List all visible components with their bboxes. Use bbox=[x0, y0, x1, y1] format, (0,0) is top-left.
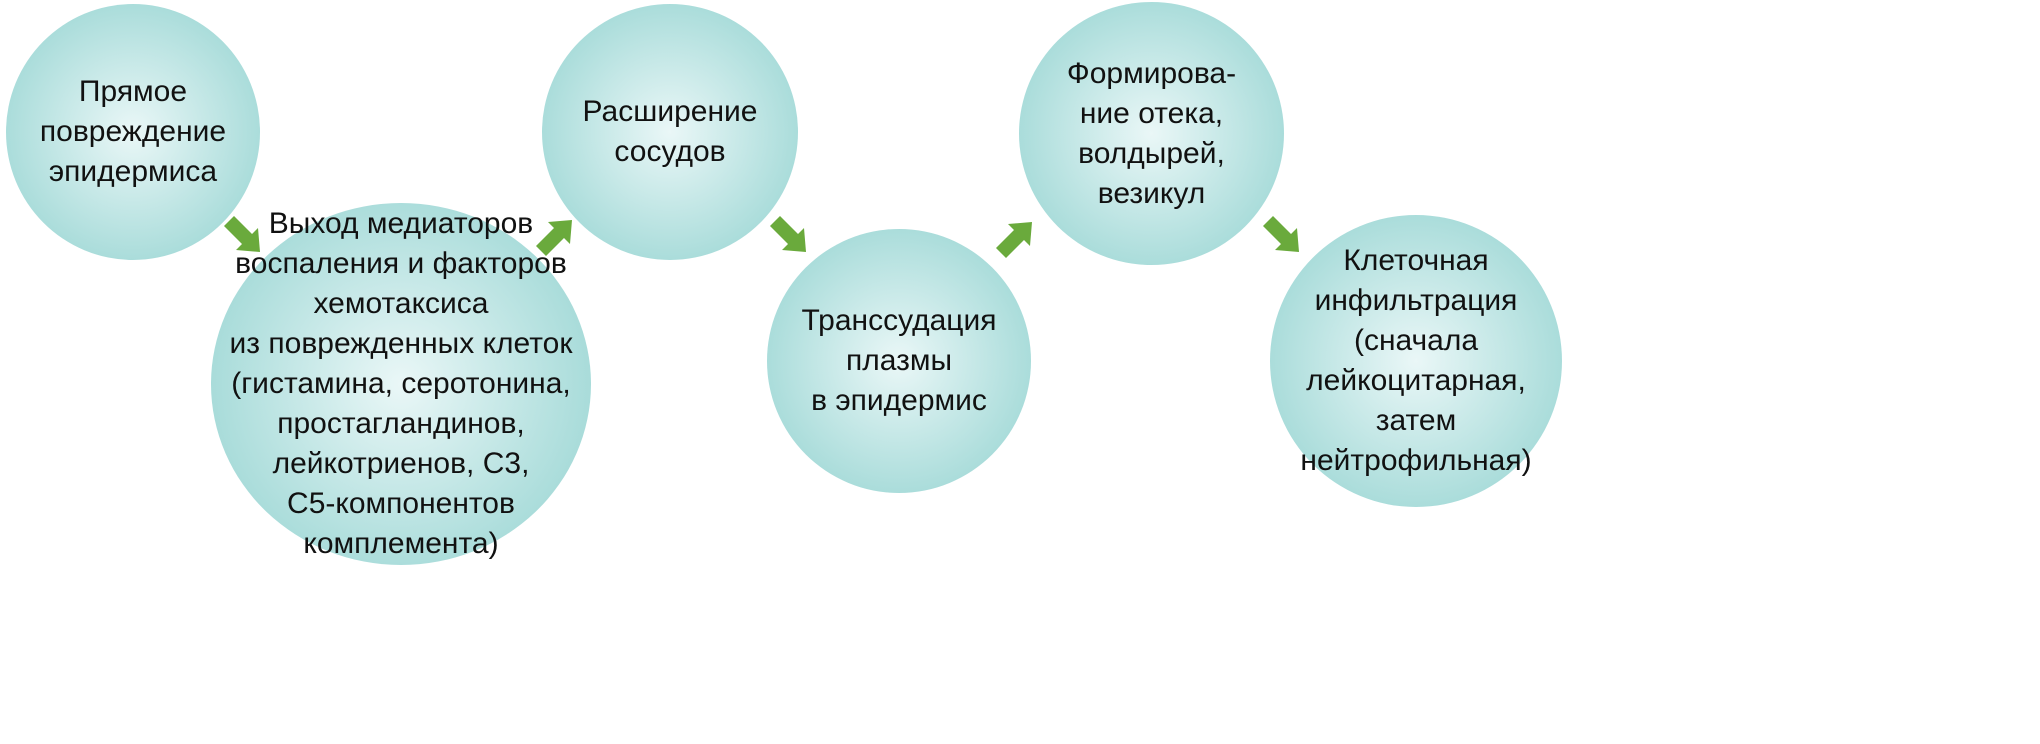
step-circle-2: Выход медиаторов воспаления и факторов х… bbox=[211, 203, 591, 565]
step-label-1: Прямое повреждение эпидермиса bbox=[39, 75, 227, 188]
arrow-up-right-icon bbox=[996, 222, 1032, 258]
arrow-down-right-icon bbox=[766, 212, 812, 258]
step-label-3: Расширение сосудов bbox=[582, 95, 758, 168]
arrow-down-right-icon bbox=[1259, 212, 1305, 258]
arrow-down-right-icon bbox=[770, 216, 806, 252]
arrow-down-right-icon bbox=[224, 216, 260, 252]
step-label-5: Формирова- ние отека, волдырей, везикул bbox=[1066, 56, 1237, 210]
arrow-down-right-icon bbox=[220, 212, 266, 258]
arrow-down-right-icon bbox=[1263, 216, 1299, 252]
step-circle-6: Клеточная инфильтрация (сначала лейкоцит… bbox=[1270, 215, 1562, 507]
arrow-up-right-icon bbox=[992, 216, 1038, 262]
step-circle-5: Формирова- ние отека, волдырей, везикул bbox=[1019, 2, 1284, 265]
step-label-6: Клеточная инфильтрация (сначала лейкоцит… bbox=[1300, 244, 1532, 477]
step-label-4: Транссудация плазмы в эпидермис bbox=[801, 304, 997, 417]
step-circle-1: Прямое повреждение эпидермиса bbox=[6, 4, 260, 260]
step-circle-4: Транссудация плазмы в эпидермис bbox=[767, 229, 1031, 493]
arrow-up-right-icon bbox=[536, 220, 572, 256]
arrow-up-right-icon bbox=[532, 214, 578, 260]
step-circle-3: Расширение сосудов bbox=[542, 4, 798, 260]
step-label-2: Выход медиаторов воспаления и факторов х… bbox=[229, 207, 573, 560]
